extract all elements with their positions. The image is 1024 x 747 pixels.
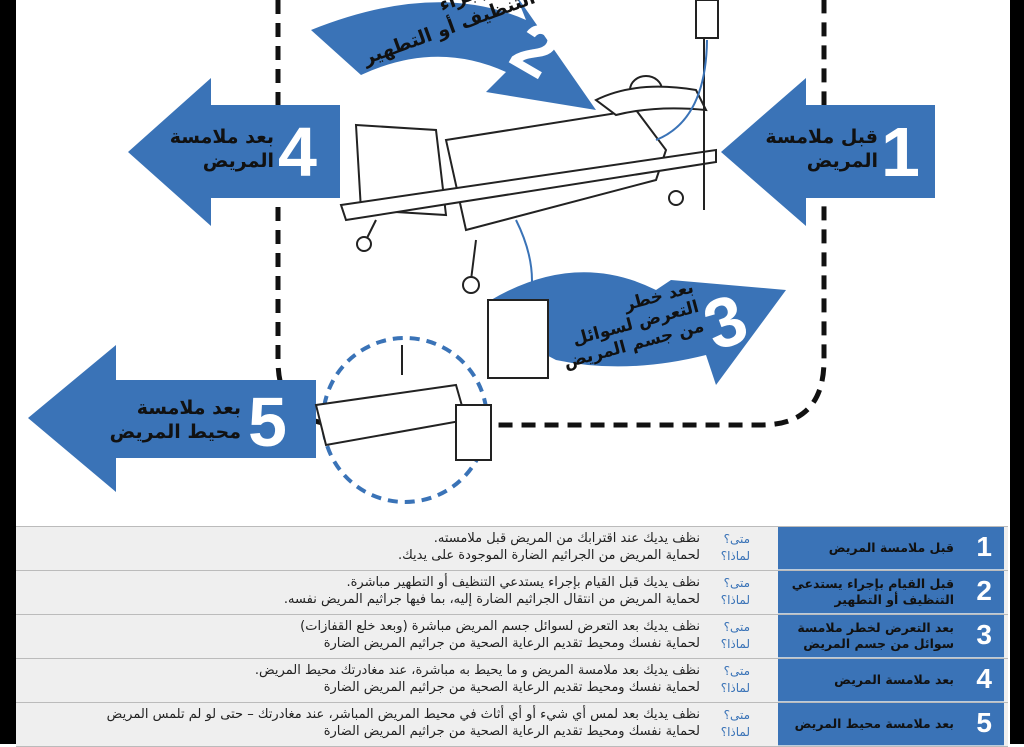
- when-text: نظف يديك بعد ملامسة المريض و ما يحيط به …: [254, 663, 700, 678]
- left-black-border: [0, 0, 16, 744]
- arrow-1: [721, 78, 935, 226]
- why-text: لحماية نفسك ومحيط تقديم الرعاية الصحية م…: [323, 680, 700, 695]
- arrow-2: [311, 0, 596, 110]
- why-question: لماذا؟: [720, 725, 750, 739]
- moment-label-text: قبل القيام بإجراء يستدعي التنظيف أو التط…: [791, 576, 954, 607]
- moment-number: 4: [976, 663, 992, 694]
- moment-4-label: بعد ملامسة المريض: [154, 125, 274, 173]
- moment-label-cell: 1 قبل ملامسة المريض: [778, 527, 1004, 570]
- moment-1-line2: المريض: [806, 150, 878, 172]
- moment-label-cell: 4 بعد ملامسة المريض: [778, 659, 1004, 702]
- arrow-3: [491, 272, 786, 385]
- moment-label-cell: 3 بعد التعرض لخطر ملامسة سوائل من جسم ال…: [778, 615, 1004, 658]
- moment-5-number: 5: [248, 383, 287, 461]
- moment-label-cell: 5 بعد ملامسة محيط المريض: [778, 703, 1004, 746]
- when-question: متى؟: [723, 576, 750, 590]
- moment-number: 3: [976, 619, 992, 650]
- moments-table: 1 قبل ملامسة المريض متى؟ لماذا؟ نظف يديك…: [16, 526, 1008, 747]
- table-row: 4 بعد ملامسة المريض متى؟ لماذا؟ نظف يديك…: [16, 659, 1008, 703]
- moment-label-text: بعد ملامسة محيط المريض: [794, 716, 954, 731]
- why-question: لماذا؟: [720, 681, 750, 695]
- moment-5-line2: محيط المريض: [109, 421, 241, 443]
- arrow-5: [28, 345, 316, 492]
- when-text: نظف يديك بعد لمس أي شيء أو أي أثاث في مح…: [106, 707, 700, 722]
- why-text: لحماية نفسك ومحيط تقديم الرعاية الصحية م…: [323, 636, 700, 651]
- moment-1-line1: قبل ملامسة: [765, 126, 878, 148]
- table-row: 1 قبل ملامسة المريض متى؟ لماذا؟ نظف يديك…: [16, 527, 1008, 571]
- why-text: لحماية المريض من انتقال الجراثيم الضارة …: [283, 592, 700, 607]
- patient-bed-illustration: [339, 0, 719, 379]
- moment-label-cell: 2 قبل القيام بإجراء يستدعي التنظيف أو ال…: [778, 571, 1004, 614]
- moment-number: 2: [976, 575, 992, 606]
- why-question: لماذا؟: [720, 637, 750, 651]
- when-text: نظف يديك بعد التعرض لسوائل جسم المريض مب…: [300, 619, 700, 634]
- when-text: نظف يديك قبل القيام بإجراء يستدعي التنظي…: [346, 575, 700, 590]
- moment-label-text: بعد التعرض لخطر ملامسة سوائل من جسم المر…: [797, 620, 954, 651]
- table-row: 2 قبل القيام بإجراء يستدعي التنظيف أو ال…: [16, 571, 1008, 615]
- when-question: متى؟: [723, 708, 750, 722]
- moment-4-number: 4: [278, 113, 317, 191]
- moment-4-line2: المريض: [202, 150, 274, 172]
- why-text: لحماية المريض من الجراثيم الضارة الموجود…: [397, 548, 700, 563]
- right-black-border: [1010, 0, 1024, 744]
- when-text: نظف يديك عند اقترابك من المريض قبل ملامس…: [433, 531, 700, 546]
- moment-label-text: قبل ملامسة المريض: [828, 540, 954, 555]
- moment-number: 1: [976, 531, 992, 562]
- surroundings-bed-illustration: [314, 345, 492, 461]
- diagram-graphics: [28, 0, 935, 504]
- five-moments-diagram: 1 قبل ملامسة المريض 4 بعد ملامسة المريض …: [16, 0, 1010, 515]
- arrow-4: [128, 78, 340, 226]
- when-question: متى؟: [723, 620, 750, 634]
- table-row: 3 بعد التعرض لخطر ملامسة سوائل من جسم ال…: [16, 615, 1008, 659]
- moment-1-label: قبل ملامسة المريض: [758, 125, 878, 173]
- table-row: 5 بعد ملامسة محيط المريض متى؟ لماذا؟ نظف…: [16, 703, 1008, 747]
- patient-zone-dashed-border: [275, 0, 827, 428]
- when-question: متى؟: [723, 664, 750, 678]
- moment-label-text: بعد ملامسة المريض: [834, 672, 954, 687]
- when-question: متى؟: [723, 532, 750, 546]
- moment-number: 5: [976, 707, 992, 738]
- moment-4-line1: بعد ملامسة: [169, 126, 274, 148]
- why-question: لماذا؟: [720, 549, 750, 563]
- moment-5-label: بعد ملامسة محيط المريض: [101, 396, 241, 444]
- moment-5-line1: بعد ملامسة: [136, 397, 241, 419]
- why-question: لماذا؟: [720, 593, 750, 607]
- moment-1-number: 1: [881, 113, 920, 191]
- why-text: لحماية نفسك ومحيط تقديم الرعاية الصحية م…: [323, 724, 700, 739]
